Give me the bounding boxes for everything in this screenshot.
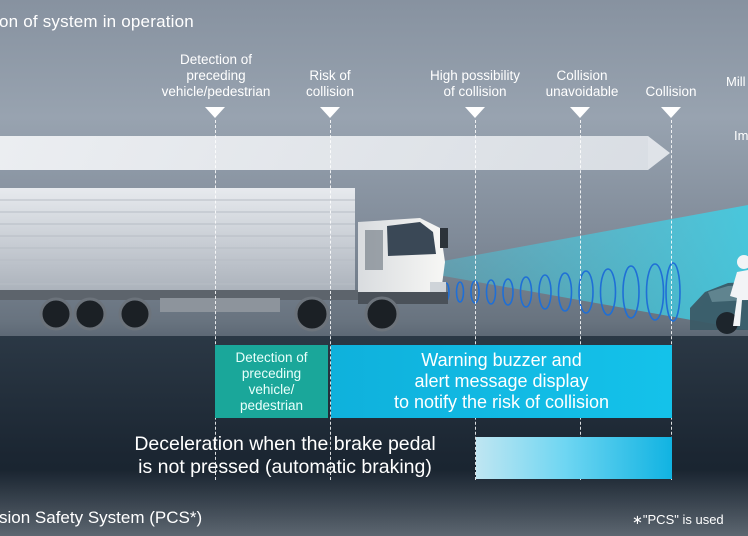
edge-label-top: Mill <box>726 74 746 89</box>
braking-bar <box>476 437 672 479</box>
diagram-title: on of system in operation <box>0 12 194 31</box>
detection-box-text: Detection of preceding vehicle/ pedestri… <box>235 349 308 413</box>
road-bottom-fade <box>0 470 748 536</box>
marker-detection-icon <box>205 107 225 118</box>
marker-unavoidable-icon <box>570 107 590 118</box>
footer-note: ∗"PCS" is used <box>632 512 724 527</box>
marker-high-icon <box>465 107 485 118</box>
marker-risk-icon <box>320 107 340 118</box>
trailer <box>0 188 360 312</box>
edge-label-mid: Im <box>734 128 748 143</box>
stage-line-unavoidable <box>580 120 581 480</box>
truck-cab <box>358 218 448 304</box>
stage-line-risk <box>330 120 331 480</box>
warning-box-text: Warning buzzer and alert message display… <box>393 350 610 412</box>
braking-text: Deceleration when the brake pedal is not… <box>134 433 436 478</box>
stage-line-detection <box>215 120 216 480</box>
stage-line-high <box>475 120 476 480</box>
warning-box: Warning buzzer and alert message display… <box>331 345 672 418</box>
timeline-arrow-head <box>648 136 670 170</box>
radar-beam <box>438 205 748 330</box>
stage-label-high: High possibility of collision <box>429 68 521 99</box>
timeline-bar <box>0 136 648 170</box>
stage-label-collision: Collision <box>645 84 697 99</box>
truck-wheels <box>39 296 400 332</box>
stage-line-collision <box>671 120 672 480</box>
stage-label-detection: Detection of preceding vehicle/pedestria… <box>161 52 271 99</box>
stage-label-risk: Risk of collision <box>305 68 355 99</box>
pedestrian <box>730 255 748 326</box>
detection-box: Detection of preceding vehicle/ pedestri… <box>215 345 328 418</box>
stage-label-unavoidable: Collision unavoidable <box>545 68 619 99</box>
marker-collision-icon <box>661 107 681 118</box>
footer-title: sion Safety System (PCS*) <box>0 508 203 527</box>
